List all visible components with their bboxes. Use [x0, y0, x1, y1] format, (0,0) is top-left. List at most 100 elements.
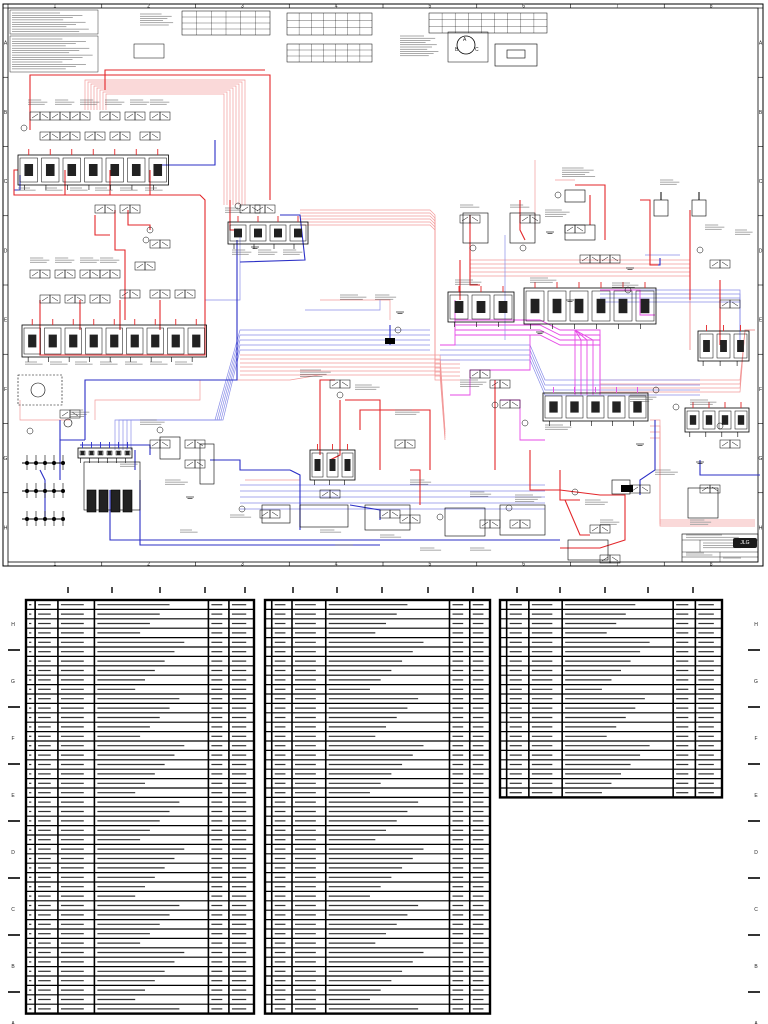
flow-arrow — [111, 271, 119, 277]
row-marker: E — [759, 318, 763, 324]
valve-section — [569, 290, 589, 322]
pilot-line — [300, 221, 460, 365]
bank-body — [684, 407, 750, 433]
control-valve — [239, 204, 261, 214]
valve-banks — [17, 149, 750, 485]
valve-spool — [107, 451, 112, 455]
valve-section — [269, 224, 287, 242]
gauge-port — [652, 386, 660, 394]
manifold-block — [159, 436, 181, 460]
flow-arrow — [71, 113, 79, 119]
flow-arrow — [381, 511, 389, 517]
flow-arrow — [186, 461, 194, 467]
valve-spool — [618, 298, 628, 314]
gauge-port — [554, 191, 562, 199]
flow-arrow — [711, 486, 719, 492]
flow-arrow — [721, 301, 729, 307]
control-valve — [134, 261, 156, 271]
gauge-port — [696, 246, 704, 254]
column-marker: 8 — [710, 562, 713, 568]
control-valve — [254, 204, 276, 214]
pilot-line — [320, 299, 391, 320]
sheet2-row-marker: G — [754, 679, 758, 685]
row-marker: C — [759, 179, 763, 185]
drain-line — [130, 349, 430, 450]
aux-lines — [440, 289, 655, 441]
flow-arrow — [86, 133, 94, 139]
manifold-left — [77, 442, 133, 463]
valve-section — [628, 395, 647, 419]
flow-arrow — [81, 271, 89, 277]
valve-section — [734, 410, 748, 430]
control-valve — [499, 399, 521, 409]
valve-spool — [151, 334, 160, 348]
flow-arrow — [241, 206, 249, 212]
flow-arrow — [91, 296, 99, 302]
relief-valve — [59, 131, 81, 141]
gauge-port — [716, 422, 724, 430]
relief-valve — [89, 294, 111, 304]
title-block — [681, 533, 759, 563]
row-marker: E — [4, 318, 8, 324]
row-marker: D — [759, 248, 763, 254]
solenoid — [621, 485, 633, 492]
valve-spool — [574, 298, 584, 314]
pilot-line — [470, 275, 691, 350]
valve-spool — [294, 228, 302, 238]
valve-section — [733, 333, 748, 359]
control-valve — [489, 379, 511, 389]
valve-bank-upper-left — [17, 149, 169, 190]
valve-section — [702, 410, 716, 430]
valve-section — [44, 327, 62, 355]
return-line — [109, 490, 560, 541]
column-marker: 3 — [241, 562, 244, 568]
sheet2-row-marker: A — [754, 1021, 758, 1024]
valve-envelope — [109, 269, 121, 279]
pilot-line — [94, 374, 321, 420]
legend-label-b: B — [455, 47, 459, 53]
bank-body — [523, 287, 657, 325]
cylinder-left — [653, 199, 669, 217]
return-line — [84, 240, 238, 440]
column-marker: 1 — [53, 4, 56, 10]
drain-line — [118, 334, 430, 450]
valve-bank-right-lower — [542, 387, 649, 426]
control-valve — [394, 439, 416, 449]
inner-frame — [7, 7, 759, 563]
column-marker: 2 — [147, 562, 150, 568]
valve-spool — [116, 451, 121, 455]
flow-arrow — [31, 271, 39, 277]
pressure-line — [127, 210, 151, 230]
pressure-line — [94, 215, 110, 236]
flow-arrow — [581, 256, 589, 262]
manifold-block — [687, 487, 719, 519]
valve-section — [23, 327, 41, 355]
control-valve — [479, 519, 501, 529]
valve-section — [718, 410, 732, 430]
manufacturer-logo: JLG — [733, 538, 757, 548]
valve-section — [62, 157, 81, 183]
valve-spool — [720, 340, 727, 352]
gauge-port — [571, 488, 579, 496]
valve-spool — [24, 164, 34, 176]
flow-arrow — [146, 263, 154, 269]
aux-line — [455, 334, 601, 395]
parts-table-right — [498, 598, 724, 799]
flow-arrow — [521, 216, 529, 222]
manifold-block — [462, 212, 489, 244]
valve-section — [187, 327, 205, 355]
relief-valve — [124, 111, 146, 121]
control-valve — [149, 239, 171, 249]
flow-arrow — [51, 113, 59, 119]
cylinder-right — [691, 199, 707, 217]
valve-bank-center-lower — [309, 444, 356, 485]
column-marker: 6 — [522, 4, 525, 10]
flow-arrow — [76, 296, 84, 302]
pilot-line — [96, 87, 234, 205]
flow-arrow — [66, 296, 74, 302]
flow-arrow — [161, 441, 169, 447]
pressure-line — [229, 200, 240, 231]
pump-legend-symbol: A B C — [447, 31, 489, 63]
